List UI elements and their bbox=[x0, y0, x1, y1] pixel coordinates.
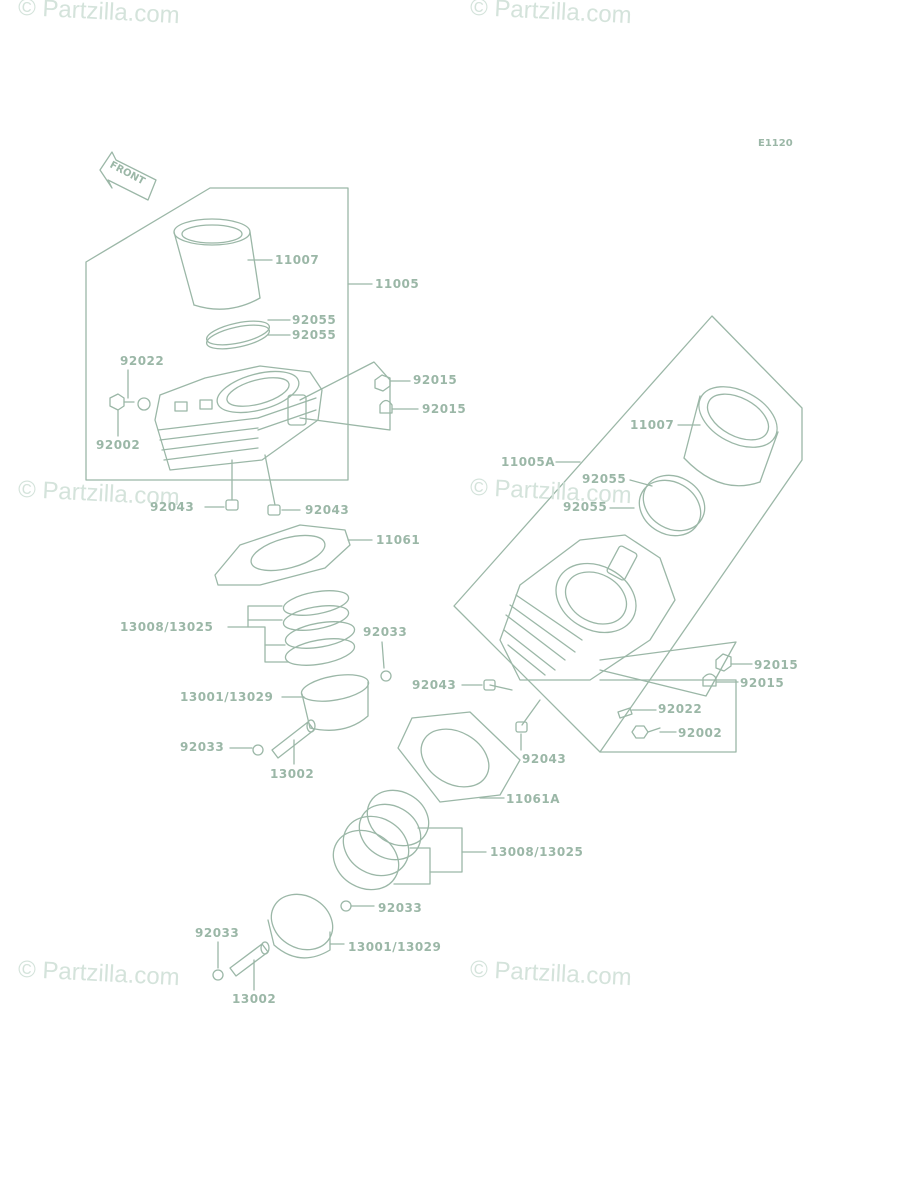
diagram-code: E1120 bbox=[758, 138, 793, 149]
cylinder2-circlip-left bbox=[212, 969, 224, 981]
part-label-92015[interactable]: 92015 bbox=[413, 373, 458, 387]
part-label-92015[interactable]: 92015 bbox=[754, 658, 799, 672]
cylinder2-piston bbox=[267, 893, 334, 959]
cylinder2-bolt bbox=[631, 725, 661, 739]
cylinder1-head-gasket bbox=[214, 524, 351, 586]
cylinder1-piston-pin bbox=[271, 719, 316, 759]
cylinder2-orings bbox=[638, 474, 706, 537]
cylinder2-sleeve bbox=[683, 386, 779, 487]
part-label-92033[interactable]: 92033 bbox=[195, 926, 240, 940]
cylinder2-assembly-bracket bbox=[453, 315, 803, 753]
part-label-92055[interactable]: 92055 bbox=[582, 472, 627, 486]
part-label-13002[interactable]: 13002 bbox=[232, 992, 277, 1006]
cylinder2-nut bbox=[715, 653, 732, 672]
part-label-92043[interactable]: 92043 bbox=[305, 503, 350, 517]
part-label-92033[interactable]: 92033 bbox=[180, 740, 225, 754]
cylinder1-block bbox=[154, 365, 323, 471]
part-label-92015[interactable]: 92015 bbox=[422, 402, 467, 416]
cylinder2-cap bbox=[702, 673, 717, 687]
cylinder1-washer bbox=[137, 397, 151, 411]
part-label-92043[interactable]: 92043 bbox=[522, 752, 567, 766]
part-label-11061[interactable]: 11061 bbox=[376, 533, 421, 547]
cylinder1-assembly-bracket bbox=[85, 187, 349, 481]
cylinder2-circlip-right bbox=[340, 900, 352, 912]
part-label-13002[interactable]: 13002 bbox=[270, 767, 315, 781]
cylinder1-piston-rings bbox=[282, 590, 356, 666]
part-label-13008-13025[interactable]: 13008/13025 bbox=[120, 620, 214, 634]
cylinder1-dowel-left bbox=[225, 499, 239, 511]
cylinder2-nut-bracket bbox=[599, 641, 737, 697]
part-label-11061a[interactable]: 11061A bbox=[506, 792, 561, 806]
part-label-11007[interactable]: 11007 bbox=[630, 418, 675, 432]
front-arrow-icon bbox=[99, 151, 157, 201]
cylinder1-circlip-right bbox=[380, 670, 392, 682]
part-label-92043[interactable]: 92043 bbox=[150, 500, 195, 514]
part-label-92015[interactable]: 92015 bbox=[740, 676, 785, 690]
cylinder1-bolt bbox=[109, 393, 135, 411]
cylinder1-dowel-right bbox=[267, 504, 281, 516]
part-label-92002[interactable]: 92002 bbox=[96, 438, 141, 452]
part-label-11007[interactable]: 11007 bbox=[275, 253, 320, 267]
part-label-92043[interactable]: 92043 bbox=[412, 678, 457, 692]
part-label-92033[interactable]: 92033 bbox=[363, 625, 408, 639]
cylinder1-cap bbox=[379, 399, 393, 414]
part-label-13001-13029[interactable]: 13001/13029 bbox=[348, 940, 442, 954]
cylinder2-piston-pin bbox=[229, 941, 270, 977]
part-label-11005[interactable]: 11005 bbox=[375, 277, 420, 291]
cylinder2-washer bbox=[617, 707, 633, 719]
part-label-92055[interactable]: 92055 bbox=[292, 313, 337, 327]
part-label-13001-13029[interactable]: 13001/13029 bbox=[180, 690, 274, 704]
part-label-13008-13025[interactable]: 13008/13025 bbox=[490, 845, 584, 859]
cylinder1-circlip-left bbox=[252, 744, 264, 756]
part-label-92002[interactable]: 92002 bbox=[678, 726, 723, 740]
part-label-92055[interactable]: 92055 bbox=[292, 328, 337, 342]
cylinder2-head-gasket bbox=[397, 711, 521, 803]
part-label-92022[interactable]: 92022 bbox=[658, 702, 703, 716]
cylinder1-orings bbox=[205, 320, 271, 350]
cylinder2-dowel-right bbox=[515, 721, 528, 733]
cylinder1-sleeve bbox=[173, 218, 261, 310]
part-label-11005a[interactable]: 11005A bbox=[501, 455, 556, 469]
cylinder1-nut-bracket bbox=[299, 361, 391, 431]
cylinder2-dowel-left bbox=[483, 679, 496, 691]
cylinder2-block bbox=[499, 534, 676, 681]
cylinder1-nut bbox=[374, 374, 391, 392]
part-label-92055[interactable]: 92055 bbox=[563, 500, 608, 514]
cylinder2-piston-rings bbox=[332, 789, 430, 891]
cylinder1-piston bbox=[300, 674, 370, 731]
part-label-92033[interactable]: 92033 bbox=[378, 901, 423, 915]
part-label-92022[interactable]: 92022 bbox=[120, 354, 165, 368]
